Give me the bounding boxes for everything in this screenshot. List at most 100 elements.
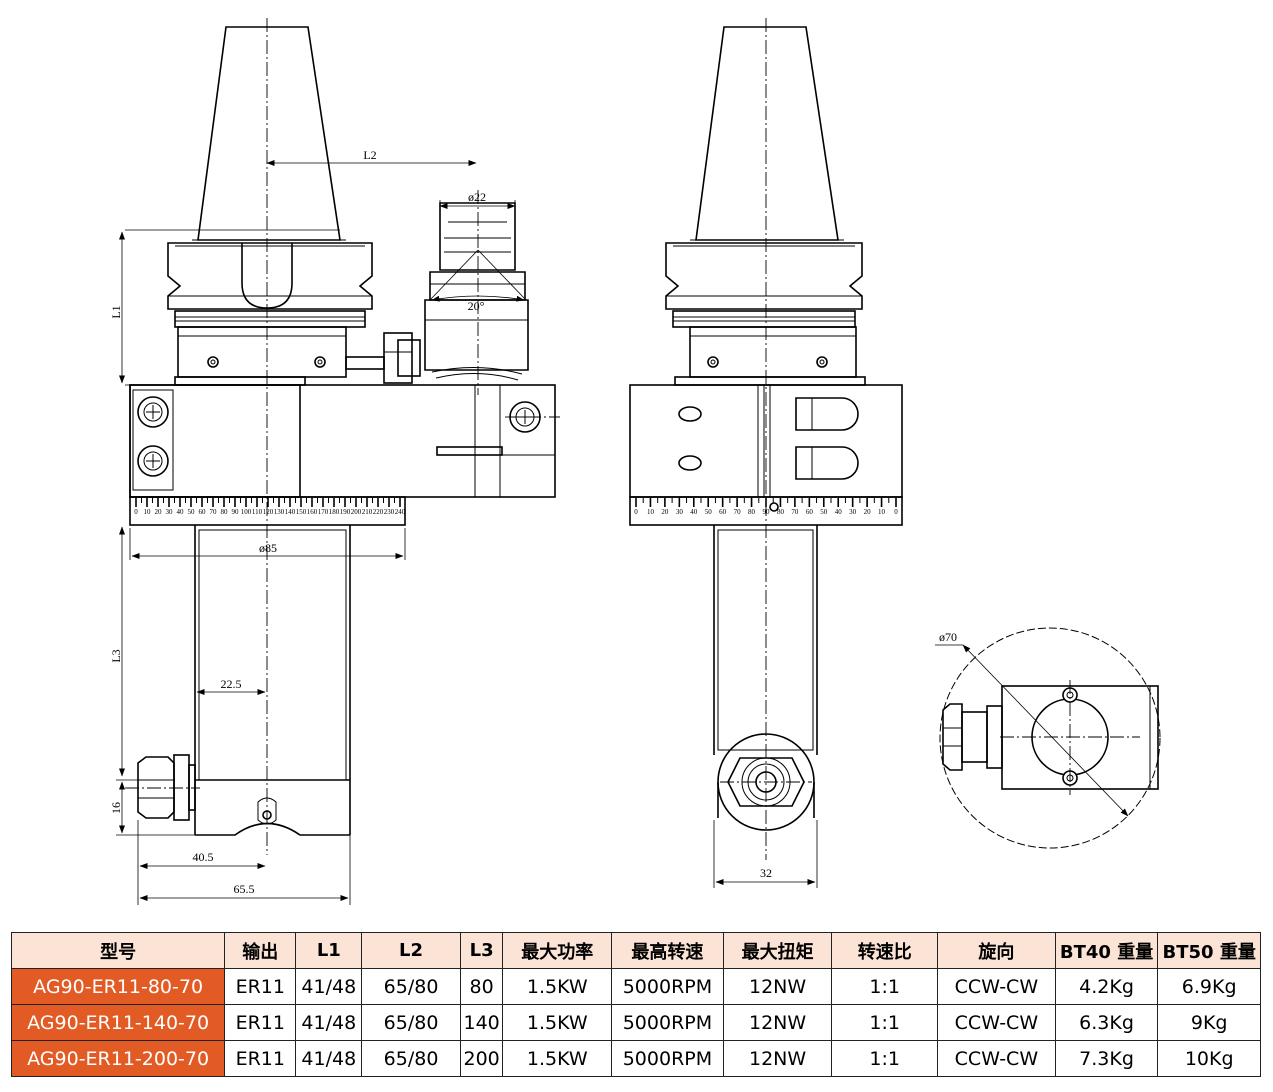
cell-l2: 65/80 [361, 968, 461, 1005]
dim-32: 32 [760, 866, 772, 880]
scale-label: 230 [384, 508, 395, 516]
scale-label: 80 [221, 508, 229, 516]
scale-label: 60 [199, 508, 207, 516]
scale-label: 70 [734, 508, 742, 516]
scale-label: 10 [144, 508, 152, 516]
scale-label: 40 [835, 508, 843, 516]
cell-model: AG90-ER11-200-70 [10, 1040, 226, 1077]
cell-model: AG90-ER11-140-70 [10, 1004, 226, 1041]
scale-label: 40 [690, 508, 698, 516]
scale-label: 70 [210, 508, 218, 516]
scale-label: 30 [676, 508, 684, 516]
cell-output: ER11 [224, 1040, 297, 1077]
scale-label: 220 [373, 508, 384, 516]
scale-label: 30 [166, 508, 174, 516]
scale-label: 50 [705, 508, 713, 516]
scale-label: 210 [362, 508, 373, 516]
scale-label: 50 [188, 508, 196, 516]
header-output: 输出 [224, 932, 297, 969]
cell-max-torque: 12NW [722, 1004, 833, 1041]
dim-l1: L1 [109, 305, 123, 318]
cell-max-speed: 5000RPM [611, 1040, 724, 1077]
header-max-torque: 最大扭矩 [722, 932, 833, 969]
cell-output: ER11 [224, 968, 297, 1005]
cell-output: ER11 [224, 1004, 297, 1041]
dim-dia85: ø85 [259, 541, 277, 555]
scale-label: 0 [634, 508, 638, 516]
cell-bt40-weight: 7.3Kg [1054, 1040, 1159, 1077]
cell-speed-ratio: 1:1 [831, 968, 938, 1005]
dim-40-5: 40.5 [193, 850, 214, 864]
scale-label: 120 [263, 508, 274, 516]
scale-label: 40 [177, 508, 185, 516]
table-row: AG90-ER11-200-70 ER11 41/48 65/80 200 1.… [10, 1040, 1261, 1077]
cell-l2: 65/80 [361, 1004, 461, 1041]
scale-label: 130 [274, 508, 285, 516]
table-row: AG90-ER11-140-70 ER11 41/48 65/80 140 1.… [10, 1004, 1261, 1041]
cell-speed-ratio: 1:1 [831, 1004, 938, 1041]
scale-label: 80 [748, 508, 756, 516]
cell-l1: 41/48 [295, 968, 363, 1005]
scale-label: 0 [894, 508, 898, 516]
dim-l2: L2 [363, 148, 376, 162]
cell-l3: 80 [459, 968, 504, 1005]
cell-model: AG90-ER11-80-70 [10, 968, 226, 1005]
cell-bt50-weight: 9Kg [1157, 1004, 1261, 1041]
scale-label: 30 [849, 508, 857, 516]
scale-label: 70 [791, 508, 799, 516]
scale-label: 180 [329, 508, 340, 516]
spec-table: 型号 输出 L1 L2 L3 最大功率 最高转速 最大扭矩 转速比 旋向 BT4… [10, 932, 1261, 1077]
scale-label: 20 [864, 508, 872, 516]
cell-speed-ratio: 1:1 [831, 1040, 938, 1077]
header-speed-ratio: 转速比 [831, 932, 938, 969]
cell-max-torque: 12NW [722, 968, 833, 1005]
cell-l1: 41/48 [295, 1004, 363, 1041]
header-model: 型号 [10, 932, 226, 969]
cell-bt50-weight: 10Kg [1157, 1040, 1261, 1077]
dim-dia70: ø70 [939, 630, 957, 644]
header-max-speed: 最高转速 [611, 932, 724, 969]
cell-l1: 41/48 [295, 1040, 363, 1077]
table-row: AG90-ER11-80-70 ER11 41/48 65/80 80 1.5K… [10, 968, 1261, 1005]
header-max-power: 最大功率 [502, 932, 613, 969]
header-rotation: 旋向 [937, 932, 1056, 969]
header-bt50-weight: BT50 重量 [1157, 932, 1261, 969]
scale-label: 0 [134, 508, 138, 516]
scale-label: 50 [820, 508, 828, 516]
cell-max-power: 1.5KW [502, 968, 613, 1005]
dim-22-5: 22.5 [221, 677, 242, 691]
header-l1: L1 [295, 932, 363, 969]
dim-16: 16 [109, 802, 123, 814]
scale-label: 150 [296, 508, 307, 516]
cell-max-speed: 5000RPM [611, 968, 724, 1005]
cell-max-torque: 12NW [722, 1040, 833, 1077]
cell-max-power: 1.5KW [502, 1004, 613, 1041]
cell-bt40-weight: 4.2Kg [1054, 968, 1159, 1005]
cell-rotation: CCW-CW [937, 1004, 1056, 1041]
table-header-row: 型号 输出 L1 L2 L3 最大功率 最高转速 最大扭矩 转速比 旋向 BT4… [10, 932, 1261, 969]
header-l2: L2 [361, 932, 461, 969]
dim-65-5: 65.5 [234, 882, 255, 896]
cell-max-speed: 5000RPM [611, 1004, 724, 1041]
scale-label: 110 [252, 508, 263, 516]
scale-label: 170 [318, 508, 329, 516]
cell-rotation: CCW-CW [937, 968, 1056, 1005]
cell-l2: 65/80 [361, 1040, 461, 1077]
scale-label: 240 [395, 508, 406, 516]
cell-l3: 140 [459, 1004, 504, 1041]
scale-label: 200 [351, 508, 362, 516]
scale-label: 90 [232, 508, 240, 516]
cell-bt40-weight: 6.3Kg [1054, 1004, 1159, 1041]
dim-dia22: ø22 [468, 190, 486, 204]
scale-label: 10 [878, 508, 886, 516]
header-l3: L3 [459, 932, 504, 969]
scale-label: 160 [307, 508, 318, 516]
dim-l3: L3 [109, 649, 123, 662]
scale-label: 60 [719, 508, 727, 516]
scale-label: 60 [806, 508, 814, 516]
detail-view: ø70 [935, 627, 1161, 849]
cell-max-power: 1.5KW [502, 1040, 613, 1077]
